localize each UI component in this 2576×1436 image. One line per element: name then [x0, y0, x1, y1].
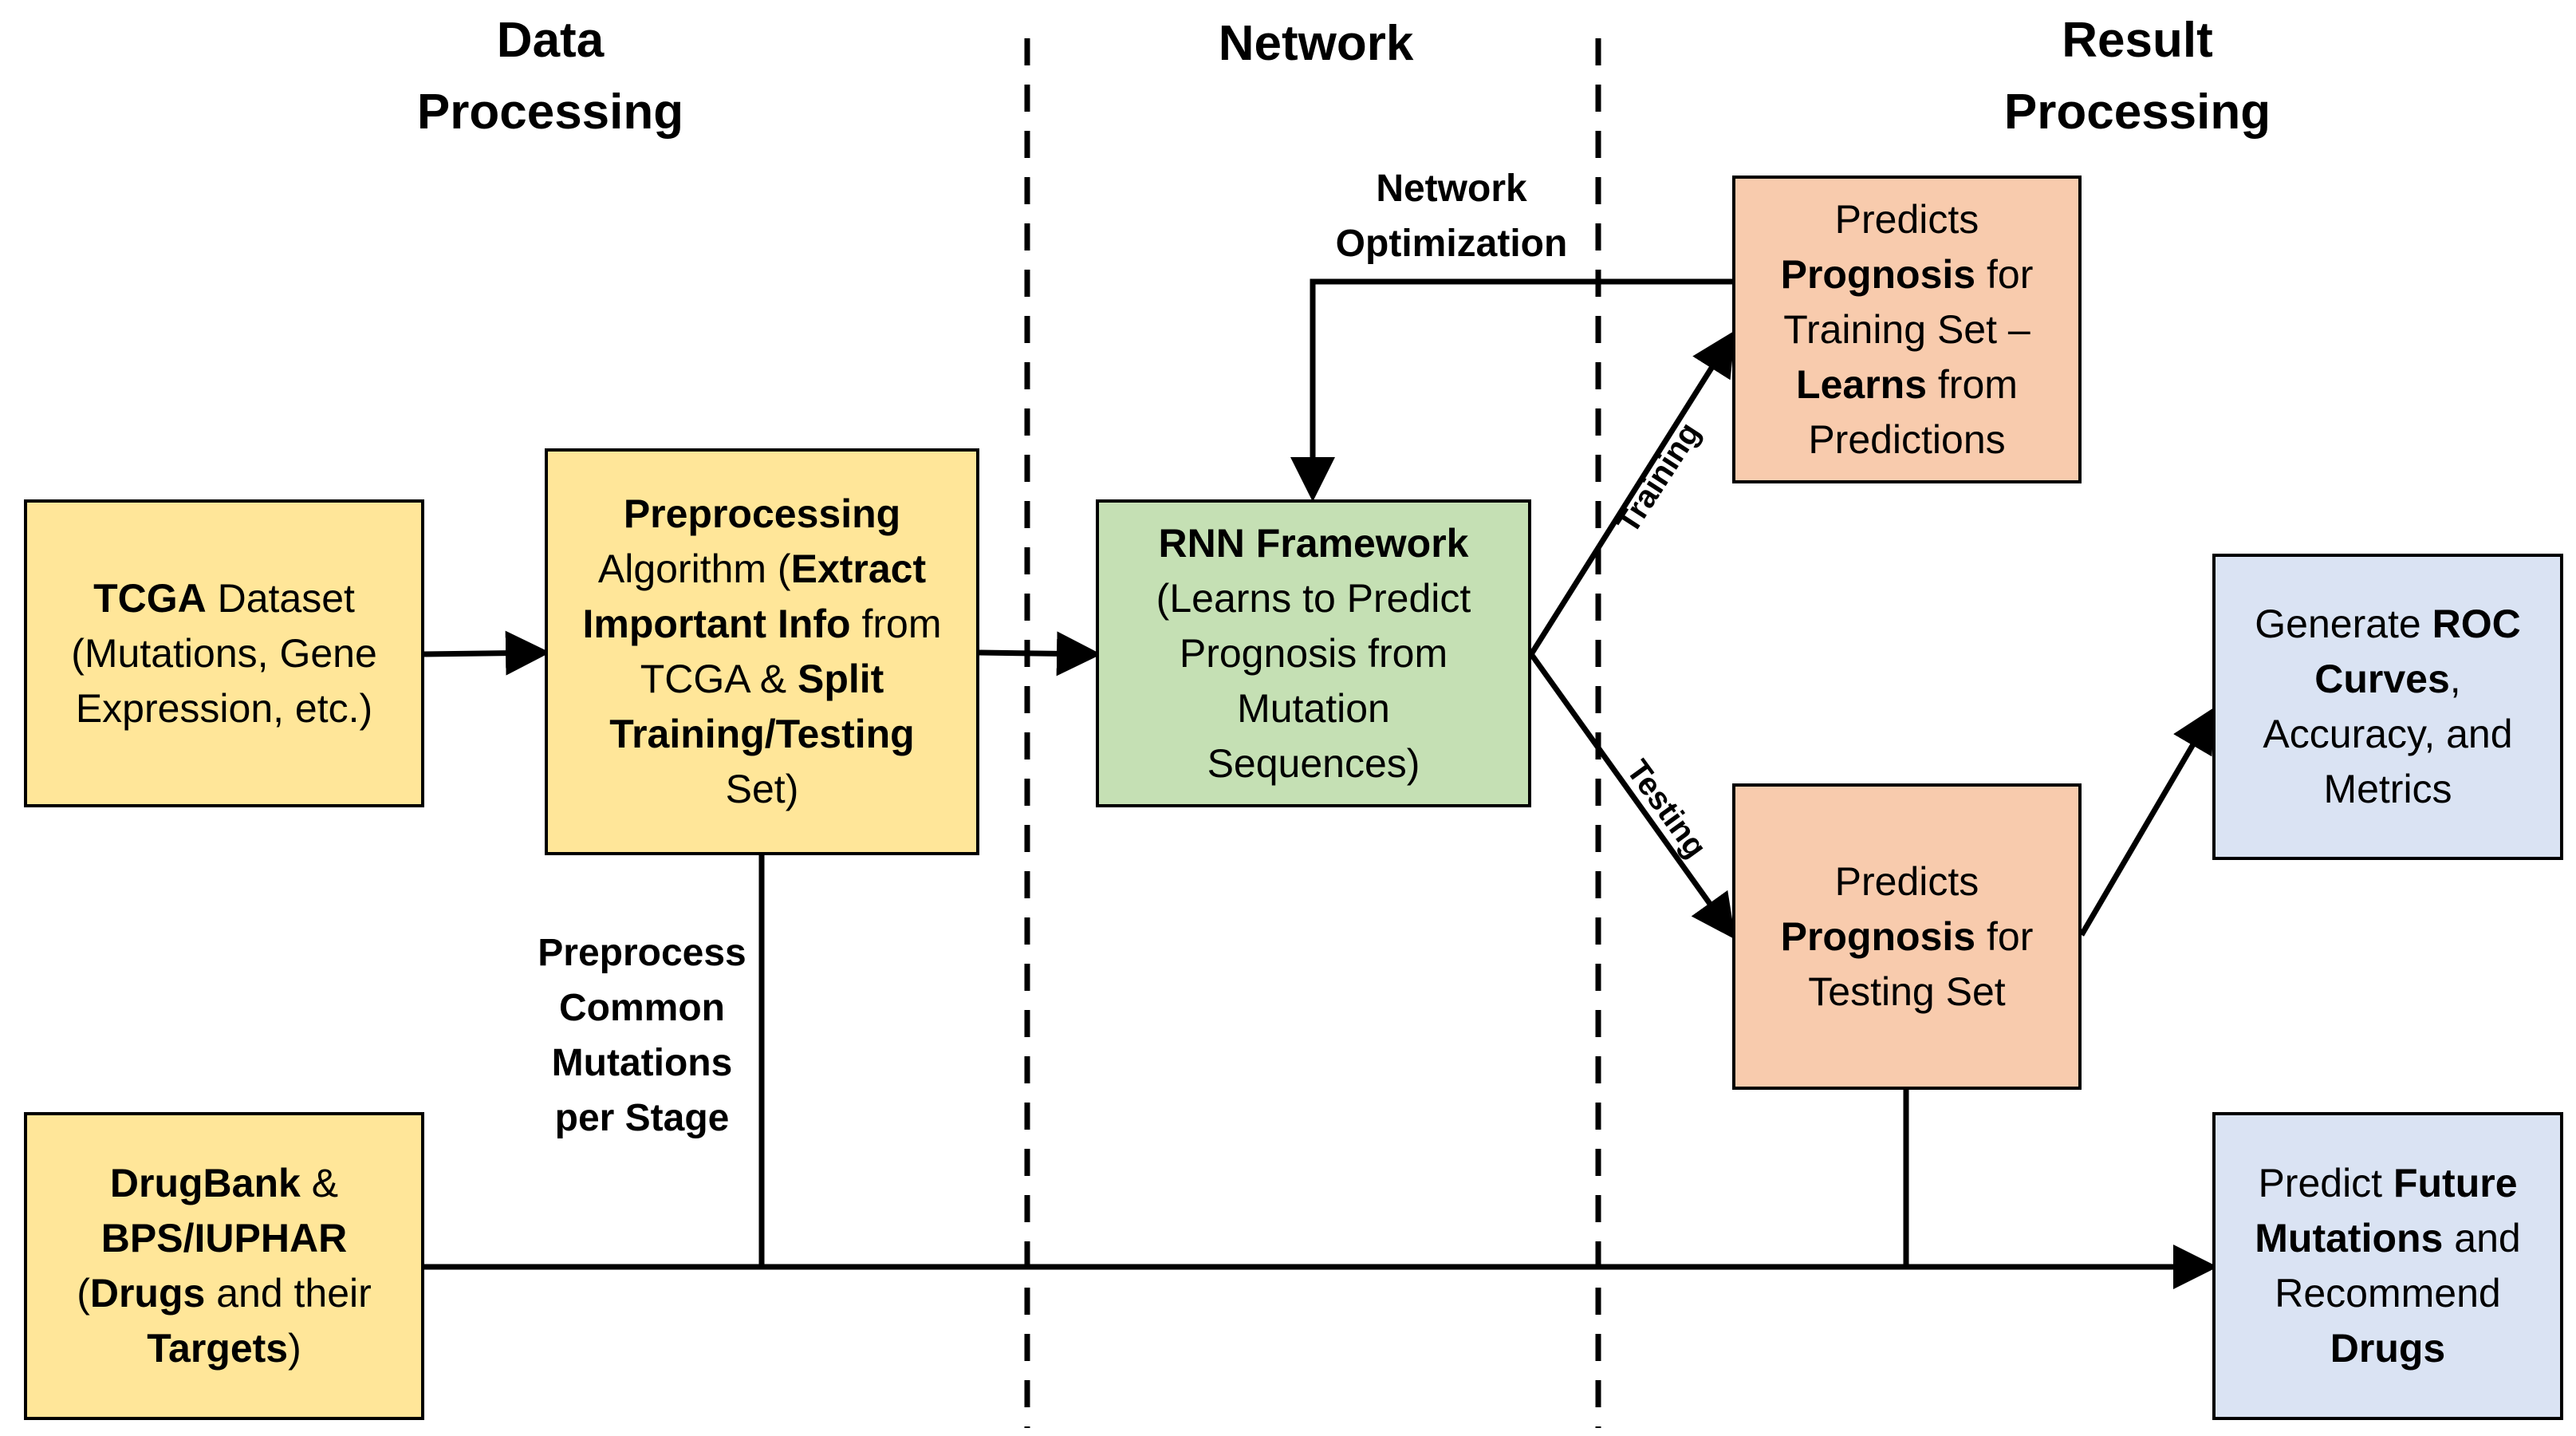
network-optimization-label: Network Optimization — [1335, 168, 1568, 265]
header-network: Network — [1218, 16, 1414, 71]
roc-curves-box: Generate ROC Curves, Accuracy, and Metri… — [2212, 554, 2563, 860]
arrow-testing-to-roc — [2078, 706, 2216, 937]
arrow-preprocessing-to-rnn — [979, 631, 1101, 677]
preprocess-common-label: Preprocess Common Mutations per Stage — [538, 932, 746, 1139]
arrow-testing — [1529, 652, 1736, 940]
arrow-network-optimization — [1290, 278, 1732, 502]
header-data-processing: Data Processing — [416, 13, 684, 140]
predict-training-box: Predicts Prognosis for Training Set – Le… — [1732, 176, 2082, 483]
header-result-processing: Result Processing — [2003, 13, 2271, 140]
tcga-dataset-box: TCGA Dataset (Mutations, Gene Expression… — [24, 499, 424, 807]
drugbank-box: DrugBank & BPS/IUPHAR (Drugs and their T… — [24, 1112, 424, 1420]
future-mutations-box: Predict Future Mutations and Recommend D… — [2212, 1112, 2563, 1420]
preprocessing-box: Preprocessing Algorithm (Extract Importa… — [545, 448, 979, 855]
arrow-tcga-to-preprocessing — [423, 630, 550, 676]
predict-testing-box: Predicts Prognosis for Testing Set — [1732, 783, 2082, 1090]
rnn-framework-box: RNN Framework (Learns to Predict Prognos… — [1096, 499, 1531, 807]
arrow-training — [1529, 330, 1735, 656]
